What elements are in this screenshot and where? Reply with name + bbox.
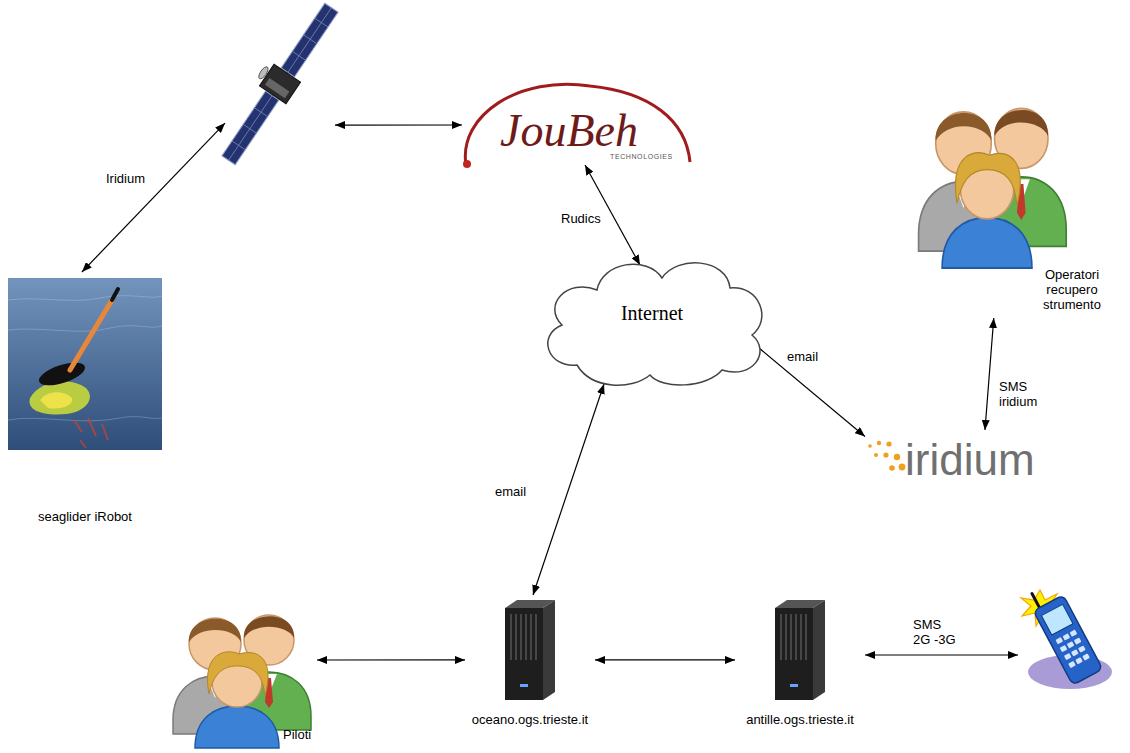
server-icon <box>505 600 555 700</box>
connector-arrow <box>82 123 225 272</box>
seaglider-photo-part <box>8 278 162 450</box>
connector-label: email <box>494 485 527 500</box>
connector-label: SMS 2G -3G <box>912 618 960 648</box>
connector-label: Rudics <box>560 212 602 227</box>
mobile-phone-icon-part-part <box>1032 593 1040 607</box>
server-icon-part <box>543 600 555 700</box>
node-sublabel: TECHNOLOGIES <box>610 153 673 160</box>
seaglider-node: seaglider iRobot <box>8 272 163 534</box>
server-node: oceano.ogs.trieste.it <box>465 595 595 735</box>
connector-arrow <box>533 384 604 595</box>
joubeh-logo-swoosh-part <box>463 160 471 168</box>
mobile-phone-icon-part-part-part <box>1064 653 1072 660</box>
connector-arrow <box>595 659 735 660</box>
mobile-phone-icon-part-part-part <box>1071 649 1079 656</box>
pilots-node: Piloti <box>165 598 317 750</box>
iridium-logo-dots-part <box>874 453 878 457</box>
node-label: iridium <box>905 436 1035 484</box>
server-icon-part <box>505 608 543 700</box>
seaglider-photo-part <box>8 296 162 301</box>
mobile-phone-icon-part-part-part <box>1070 630 1078 637</box>
mobile-phone-icon-part-part-part <box>1067 641 1075 648</box>
satellite-icon-part <box>222 3 338 164</box>
mobile-phone-icon-part-part <box>1041 604 1073 635</box>
server-icon <box>775 600 825 700</box>
mobile-phone-icon-part-part <box>1033 595 1102 685</box>
iridium-logo-dots-part <box>889 465 895 471</box>
mobile-phone-icon-part-part-part <box>1075 657 1083 664</box>
server-icon-part <box>790 684 798 687</box>
iridium-logo-dots-part <box>883 452 888 457</box>
joubeh-logo: JouBehTECHNOLOGIES <box>462 85 692 165</box>
iridium-logo-dots <box>868 441 905 471</box>
mobile-phone-icon-part-part-part <box>1055 637 1063 644</box>
mobile-phone-icon-part-part-part <box>1078 645 1086 652</box>
mobile-phone-icon-part-part-part <box>1082 653 1090 660</box>
mobile-phone-icon-part-part-part <box>1063 633 1071 640</box>
seaglider-photo-part <box>36 358 87 390</box>
server-icon-part <box>781 614 806 660</box>
satellite-icon-part <box>265 78 289 98</box>
node-label: JouBeh <box>500 108 638 154</box>
internet-cloud: Internet <box>532 240 772 390</box>
satellite-icon-part <box>257 65 270 80</box>
connector-label: email <box>786 350 819 365</box>
mobile-phone-icon-part-part-part <box>1074 637 1082 644</box>
mobile-phone-icon-part-part-part <box>1060 645 1068 652</box>
node-label: Operatori recupero strumento <box>1035 268 1109 313</box>
connector-arrow <box>985 318 994 430</box>
satellite-icon <box>209 0 344 169</box>
node-label: oceano.ogs.trieste.it <box>472 713 588 728</box>
seaglider-photo-part <box>74 418 108 448</box>
mobile-phone-icon <box>1021 581 1112 689</box>
satellite-node <box>225 8 335 160</box>
iridium-logo: iridium <box>865 430 1080 495</box>
server-icon-part <box>813 600 825 700</box>
mobile-phone-icon-part-part <box>1055 630 1089 669</box>
seaglider-photo-part <box>112 289 118 300</box>
pilots-icon <box>173 615 311 748</box>
connector-arrow <box>759 348 865 437</box>
node-label: Internet <box>621 302 683 325</box>
connector-arrow <box>865 654 1018 655</box>
seaglider-photo-part <box>70 300 112 370</box>
seaglider-photo <box>8 278 162 450</box>
seaglider-photo-part <box>8 417 162 421</box>
seaglider-photo-part <box>40 392 72 408</box>
seaglider-photo-part <box>29 381 89 414</box>
connector-label: Iridium <box>105 172 146 187</box>
phone-node <box>1018 588 1118 693</box>
server-icon-part <box>775 608 813 700</box>
server-node: antille.ogs.trieste.it <box>735 595 865 735</box>
mobile-phone-icon-part <box>1026 581 1103 685</box>
operators-icon <box>919 108 1067 268</box>
iridium-logo-dots-part <box>868 444 872 448</box>
connector-arrow <box>317 659 465 660</box>
iridium-logo-dots-part <box>894 454 900 460</box>
operators-node: Operatori recupero strumento <box>910 88 1111 318</box>
joubeh-logo-swoosh <box>463 84 690 168</box>
server-icon-part <box>511 614 536 660</box>
server-icon-part <box>520 684 528 687</box>
connector-label: SMS iridium <box>998 380 1048 410</box>
node-label: seaglider iRobot <box>38 510 132 525</box>
joubeh-logo-swoosh-part <box>465 84 690 165</box>
mobile-phone-icon-part-part-part <box>1068 661 1076 668</box>
iridium-logo-dots-part <box>886 441 891 446</box>
iridium-logo-dots-part <box>877 441 881 445</box>
connector-arrow <box>335 124 462 125</box>
cloud-outline-path <box>548 263 762 385</box>
node-label: Piloti <box>283 728 311 743</box>
seaglider-photo-part <box>8 326 162 332</box>
node-label: antille.ogs.trieste.it <box>746 713 854 728</box>
iridium-logo-dots-part <box>899 464 906 471</box>
